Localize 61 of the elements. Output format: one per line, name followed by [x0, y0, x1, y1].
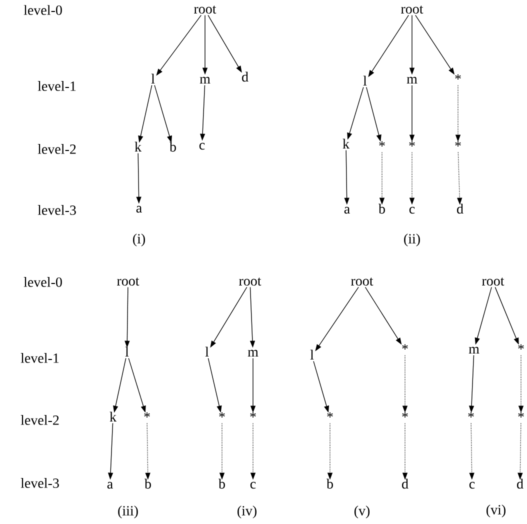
- level-label: level-1: [38, 81, 76, 91]
- tree-node-label: *: [219, 412, 225, 418]
- tree-node-label: d: [457, 204, 464, 214]
- tree-node-label: *: [250, 412, 256, 418]
- tree-node-label: c: [250, 482, 256, 489]
- caption: (i): [133, 234, 145, 246]
- tree-node-label: *: [518, 412, 524, 418]
- tree-node-label: d: [517, 478, 524, 489]
- caption: (v): [354, 506, 370, 518]
- tree-node-label: c: [409, 206, 415, 214]
- tree-node-label: m: [406, 76, 418, 84]
- tree-node-label: k: [342, 138, 350, 148]
- tree-node-label: d: [242, 72, 248, 82]
- tree-node-label: a: [344, 206, 350, 214]
- tree-node-label: root: [117, 278, 140, 286]
- tree-node-label: m: [200, 76, 210, 84]
- tree-node-label: root: [194, 6, 216, 14]
- tree-node-label: *: [455, 74, 461, 80]
- level-label: level-0: [24, 277, 62, 287]
- tree-node-label: *: [402, 412, 408, 418]
- tree-node-label: a: [107, 482, 113, 489]
- level-label: level-0: [24, 5, 62, 15]
- level-label: level-2: [20, 415, 59, 425]
- tree-node-label: m: [248, 350, 258, 356]
- tree-node-label: l: [310, 350, 314, 360]
- tree-node-label: l: [205, 346, 209, 356]
- level-label: level-3: [38, 205, 76, 215]
- level-label: level-2: [38, 144, 76, 154]
- level-label: level-1: [20, 353, 59, 363]
- tree-node-label: *: [468, 412, 474, 418]
- caption: (vi): [486, 504, 506, 518]
- tree-node-label: b: [144, 478, 151, 489]
- tree-node-label: d: [402, 478, 408, 489]
- tree-node-label: root: [401, 6, 424, 14]
- caption: (iv): [238, 506, 256, 518]
- tree-node-label: *: [379, 141, 385, 146]
- caption: (iii): [118, 506, 138, 518]
- tree-node-label: root: [239, 278, 262, 286]
- tree-node-label: l: [151, 74, 155, 84]
- tree-node-label: *: [402, 344, 408, 350]
- tree-node-label: b: [170, 142, 176, 152]
- tree-node-label: k: [110, 412, 117, 422]
- tree-node-label: c: [469, 482, 475, 489]
- tree-node-label: *: [144, 412, 150, 418]
- tree-node-label: *: [518, 344, 524, 350]
- tree-node-label: l: [363, 76, 367, 86]
- tree-node-label: l: [125, 346, 129, 356]
- tree-node-label: b: [326, 478, 333, 489]
- tree-node-label: b: [218, 478, 225, 489]
- tree-node-label: c: [199, 142, 205, 150]
- tree-node-label: b: [378, 204, 385, 214]
- tree-node-label: *: [327, 412, 333, 418]
- tree-node-label: root: [482, 278, 504, 286]
- level-label: level-3: [20, 478, 59, 488]
- tree-node-label: a: [136, 206, 142, 213]
- tree-node-label: k: [134, 142, 142, 152]
- caption: (ii): [404, 234, 420, 246]
- tree-node-label: *: [455, 141, 461, 146]
- tree-node-label: root: [351, 278, 374, 286]
- tree-node-label: *: [409, 141, 415, 146]
- tree-node-label: m: [468, 346, 480, 354]
